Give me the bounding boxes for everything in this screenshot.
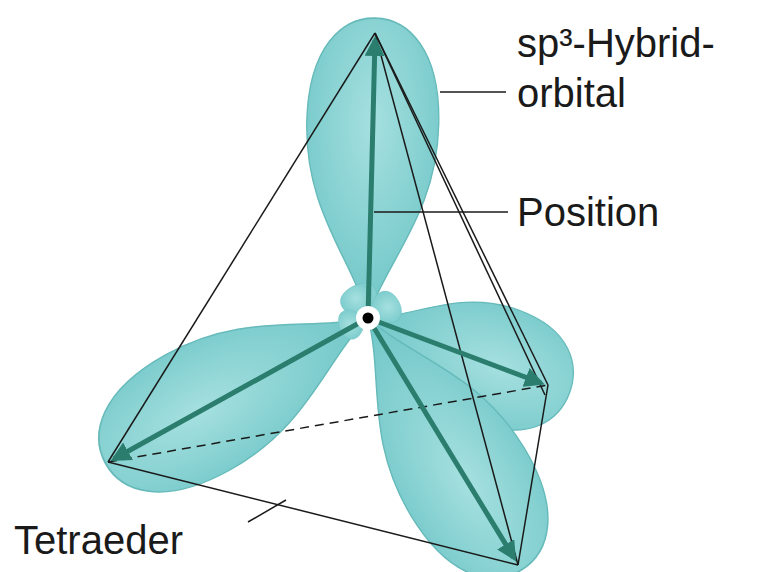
nucleus <box>356 306 380 330</box>
orbital-lobes <box>74 16 591 572</box>
leader-lines <box>248 92 508 522</box>
orbital-label: sp³-Hybrid- orbital <box>517 18 767 118</box>
tetrahedron-label: Tetraeder <box>14 515 254 565</box>
position-label: Position <box>517 187 767 237</box>
tetrahedron-edges <box>108 33 548 565</box>
position-arrows <box>114 40 541 558</box>
